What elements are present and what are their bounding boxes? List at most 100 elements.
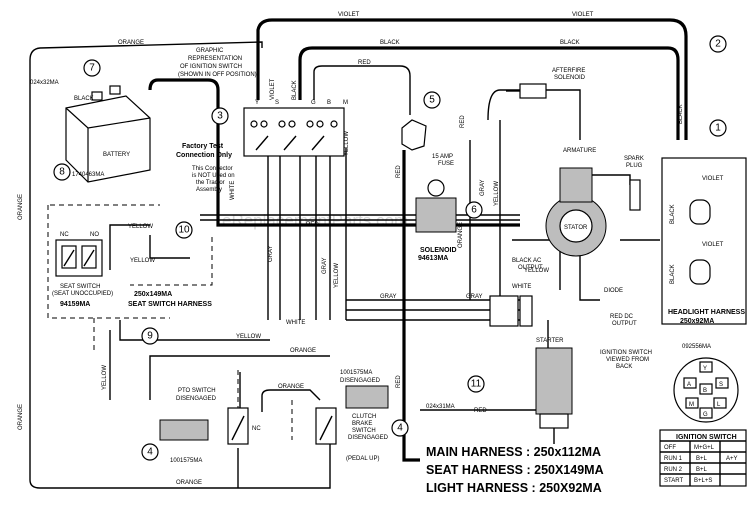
factory-note-2: is NOT Used on bbox=[192, 173, 235, 179]
callout-4a: 4 bbox=[147, 447, 153, 458]
black-ac-1: BLACK AC bbox=[512, 258, 542, 264]
solenoid-label: SOLENOID bbox=[420, 247, 457, 254]
seat-switch-part: 94159MA bbox=[60, 301, 90, 308]
clutch-part: 1001575MA bbox=[340, 370, 372, 376]
ign-row3-conn: B+L+S bbox=[694, 478, 712, 484]
seat-switch-label-1: SEAT SWITCH bbox=[60, 284, 100, 290]
wire-label: YELLOW bbox=[130, 258, 155, 264]
wire-label: ORANGE bbox=[118, 40, 144, 46]
seat-switch-label-2: (SEAT UNOCCUPIED) bbox=[52, 291, 113, 297]
red-dc-1: RED DC bbox=[610, 314, 634, 320]
wire-label: ORANGE bbox=[458, 222, 464, 248]
callout-7: 7 bbox=[89, 63, 95, 74]
wires bbox=[29, 18, 688, 489]
ign-row0-pos: OFF bbox=[664, 445, 676, 451]
fuse-label-2: FUSE bbox=[438, 161, 454, 167]
main-connector bbox=[489, 295, 533, 327]
wire-label: ORANGE bbox=[278, 384, 304, 390]
wire-label: GRAY bbox=[380, 294, 397, 300]
ign-term-s: S bbox=[275, 100, 279, 106]
callouts: 1 2 3 4 4 5 6 7 8 9 10 11 bbox=[53, 35, 727, 461]
ign-row2-conn: B+L bbox=[696, 467, 708, 473]
wire-label: BLACK bbox=[670, 204, 676, 224]
headlight-harness bbox=[661, 157, 747, 325]
black-ac-2: OUTPUT bbox=[518, 265, 543, 271]
wire-label: WHITE bbox=[512, 284, 531, 290]
seat-harness: SEAT HARNESS : 250X149MA bbox=[426, 463, 604, 477]
fuse-label-1: 15 AMP bbox=[432, 154, 453, 160]
ign-term-y: Y bbox=[255, 100, 259, 106]
wire-label: YELLOW bbox=[344, 131, 350, 156]
wire-label: ORANGE bbox=[176, 480, 202, 486]
ign-row0-conn: M+G+L bbox=[694, 445, 715, 451]
main-harness: MAIN HARNESS : 250x112MA bbox=[426, 445, 601, 459]
wire-label: YELLOW bbox=[236, 334, 261, 340]
light-harness: LIGHT HARNESS : 250X92MA bbox=[426, 481, 602, 495]
ign-term-m: M bbox=[343, 100, 348, 106]
callout-11: 11 bbox=[471, 379, 482, 390]
starter-label: STARTER bbox=[536, 338, 564, 344]
wire-label: RED bbox=[396, 375, 402, 388]
wire-label: RED bbox=[358, 60, 371, 66]
diode-label: DIODE bbox=[604, 288, 623, 294]
wire-label: YELLOW bbox=[128, 224, 153, 230]
ign-view-1: IGNITION SWITCH bbox=[600, 350, 652, 356]
ign-row1-conn: B+L bbox=[696, 456, 708, 462]
ign-term-b: B bbox=[327, 100, 331, 106]
seat-nc: NC bbox=[60, 232, 69, 238]
callout-5: 5 bbox=[429, 95, 435, 106]
clutch-label-3: SWITCH bbox=[352, 428, 376, 434]
factory-test-2: Connection Only bbox=[176, 152, 232, 159]
ign-switch-back-view bbox=[673, 357, 739, 423]
wire-label: ORANGE bbox=[290, 348, 316, 354]
wire-label: ORANGE bbox=[18, 404, 24, 430]
ign-table-title: IGNITION SWITCH bbox=[676, 434, 737, 441]
ign-switch-part: 092556MA bbox=[682, 344, 711, 350]
ignition-switch-graphic bbox=[243, 107, 345, 157]
wire-labels: VIOLET VIOLET ORANGE BLACK BLACK RED BLA… bbox=[18, 12, 684, 486]
clutch-label-4: DISENGAGED bbox=[348, 435, 389, 441]
ign-row3-pos: START bbox=[664, 478, 683, 484]
callout-2: 2 bbox=[715, 39, 721, 50]
red-dc-2: OUTPUT bbox=[612, 321, 637, 327]
wire-label: BLACK bbox=[560, 40, 580, 46]
seat-harness-part: 250x149MA bbox=[134, 291, 172, 298]
afterfire-label-2: SOLENOID bbox=[554, 75, 586, 81]
callout-4b: 4 bbox=[397, 423, 403, 434]
wire-label: RED bbox=[396, 165, 402, 178]
battery-label: BATTERY bbox=[103, 152, 130, 158]
afterfire-label-1: AFTERFIRE bbox=[552, 68, 585, 74]
callout-6: 6 bbox=[471, 205, 477, 216]
wire-label: BLACK bbox=[74, 96, 94, 102]
wire-label: RED bbox=[474, 408, 487, 414]
graphic-rep-line1: GRAPHIC bbox=[196, 48, 224, 54]
battery-model: 1740463MA bbox=[72, 172, 104, 178]
pto-switch bbox=[159, 407, 249, 445]
wire-label: YELLOW bbox=[494, 181, 500, 206]
ign-row1-pos: RUN 1 bbox=[664, 456, 683, 462]
pto-part: 1001575MA bbox=[170, 458, 202, 464]
wire-label: WHITE bbox=[286, 320, 305, 326]
battery-cable-part: 024x32MA bbox=[30, 80, 59, 86]
wire-label: WHITE bbox=[230, 181, 236, 200]
graphic-rep-line3: OF IGNITION SWITCH bbox=[180, 64, 242, 70]
factory-note-3: the Tractor bbox=[196, 180, 225, 186]
wire-label: BLACK bbox=[670, 264, 676, 284]
spark-plug-1: SPARK bbox=[624, 156, 644, 162]
pin-s: S bbox=[719, 382, 723, 388]
wire-label: BLACK bbox=[678, 104, 684, 124]
wire-label: BLACK bbox=[292, 80, 298, 100]
clutch-label-1: CLUTCH bbox=[352, 414, 376, 420]
stator-label: STATOR bbox=[564, 225, 588, 231]
ignition-table bbox=[659, 429, 747, 487]
wire-label: RED bbox=[460, 115, 466, 128]
solenoid-part: 94613MA bbox=[418, 255, 448, 262]
pto-nc: NC bbox=[252, 426, 261, 432]
afterfire-solenoid bbox=[506, 83, 547, 99]
seat-no: NO bbox=[90, 232, 99, 238]
callout-10: 10 bbox=[178, 225, 190, 236]
pto-label-2: DISENGAGED bbox=[176, 396, 217, 402]
pin-l: L bbox=[717, 402, 721, 408]
seat-switch bbox=[55, 239, 103, 277]
factory-note-4: Assembly bbox=[196, 187, 222, 193]
